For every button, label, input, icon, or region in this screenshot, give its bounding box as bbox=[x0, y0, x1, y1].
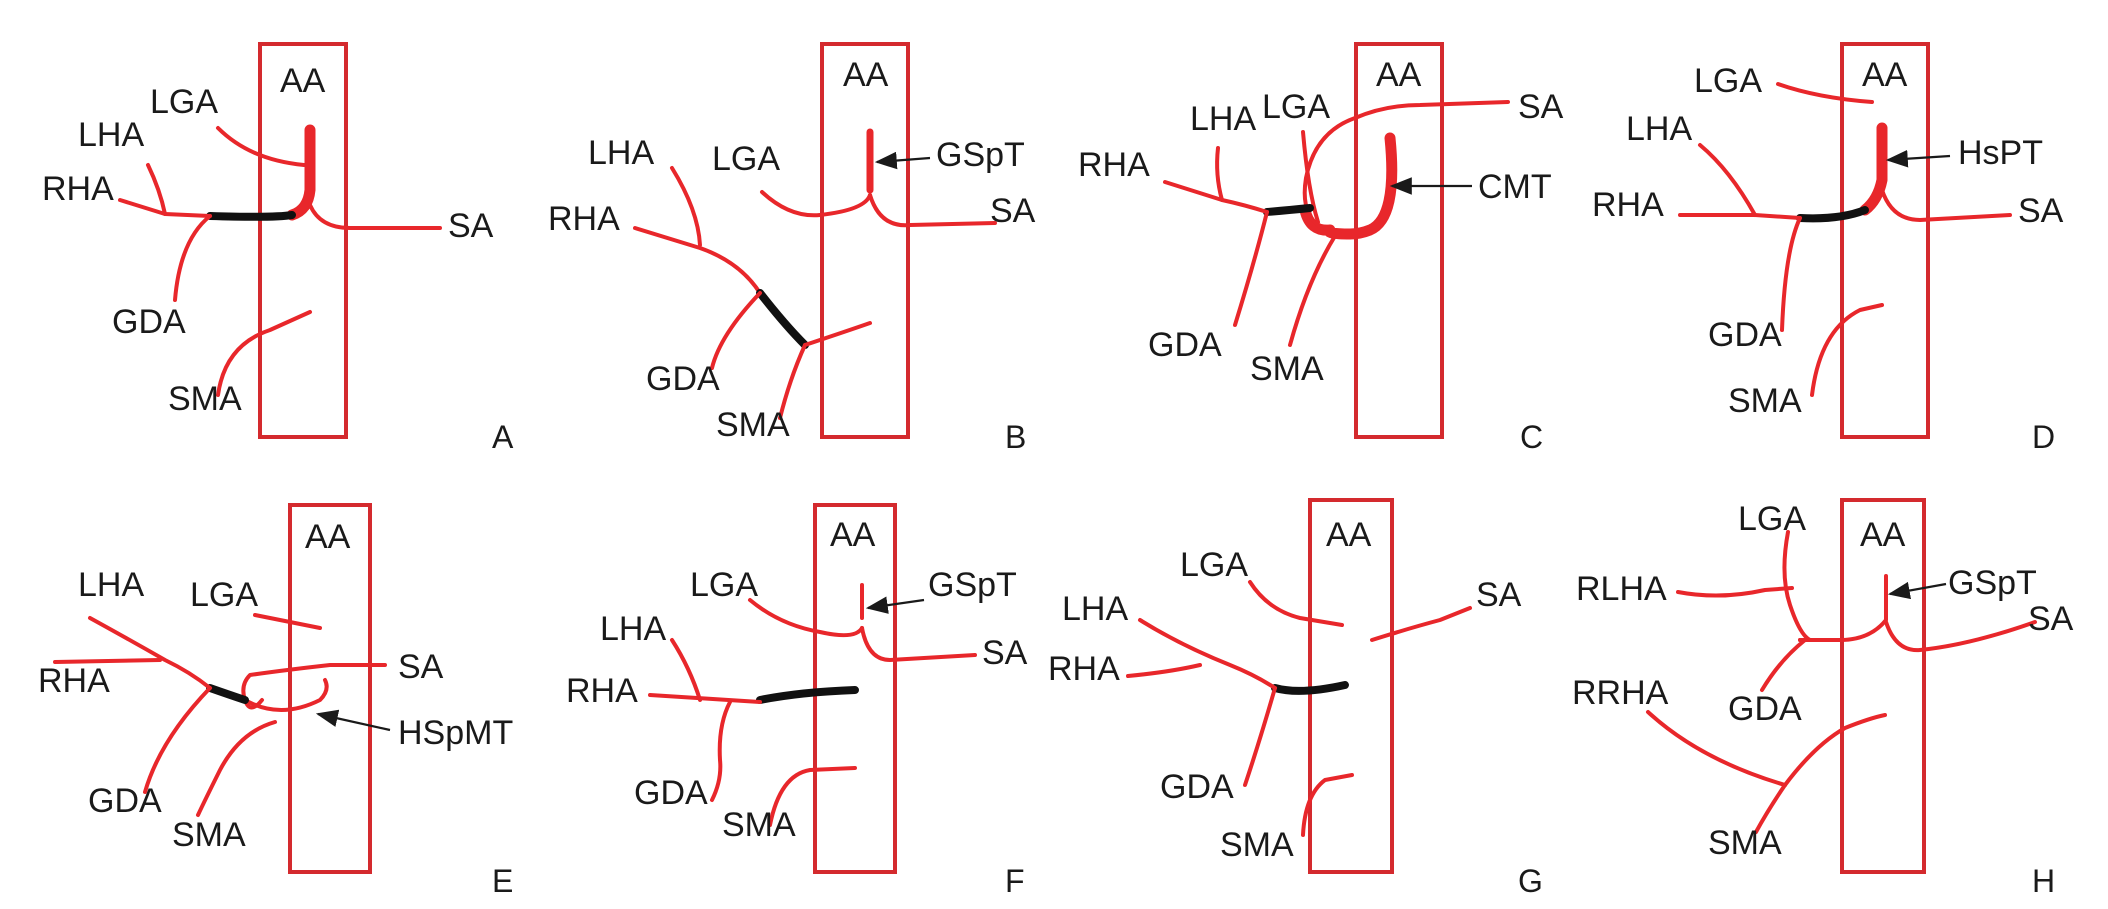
vessels bbox=[633, 128, 997, 420]
label-aa: AA bbox=[305, 518, 351, 556]
label-sa: SA bbox=[990, 192, 1036, 230]
panel-c: AA LHA LGA SA RHA CMT GDA SMA C bbox=[1078, 42, 1564, 455]
panel-g: AA LGA SA LHA RHA GDA SMA G bbox=[1048, 498, 1543, 899]
aorta-box bbox=[1354, 42, 1444, 439]
label-gda: GDA bbox=[646, 360, 720, 398]
label-sma: SMA bbox=[722, 806, 796, 844]
panel-letter: F bbox=[1005, 863, 1025, 899]
label-gda: GDA bbox=[1708, 316, 1782, 354]
label-sma: SMA bbox=[1220, 826, 1294, 864]
panel-letter: H bbox=[2032, 863, 2055, 899]
label-aa: AA bbox=[280, 62, 326, 100]
label-aa: AA bbox=[843, 56, 889, 94]
label-sma: SMA bbox=[168, 380, 242, 418]
panel-a: AA LGA LHA RHA SA GDA SMA A bbox=[42, 42, 514, 455]
panel-h: AA LGA RLHA GSpT SA RRHA GDA SMA H bbox=[1572, 498, 2074, 899]
label-gda: GDA bbox=[88, 782, 162, 820]
label-rha: RHA bbox=[42, 170, 114, 208]
label-sa: SA bbox=[448, 207, 494, 245]
label-gda: GDA bbox=[634, 774, 708, 812]
label-rha: RHA bbox=[1592, 186, 1664, 224]
label-aa: AA bbox=[1862, 56, 1908, 94]
label-lha: LHA bbox=[588, 134, 654, 172]
label-gda: GDA bbox=[1160, 768, 1234, 806]
label-hspt: HsPT bbox=[1958, 134, 2043, 172]
label-lha: LHA bbox=[78, 566, 144, 604]
vessels bbox=[1646, 530, 2037, 834]
label-aa: AA bbox=[1860, 516, 1906, 554]
vessels bbox=[53, 613, 387, 817]
label-aa: AA bbox=[1376, 56, 1422, 94]
label-lha: LHA bbox=[1062, 590, 1128, 628]
label-rha: RHA bbox=[566, 672, 638, 710]
label-lha: LHA bbox=[1190, 100, 1256, 138]
label-rha: RHA bbox=[1048, 650, 1120, 688]
label-lha: LHA bbox=[1626, 110, 1692, 148]
label-gda: GDA bbox=[1728, 690, 1802, 728]
label-gda: GDA bbox=[112, 303, 186, 341]
label-lga: LGA bbox=[150, 83, 218, 121]
label-lga: LGA bbox=[1262, 88, 1330, 126]
panel-letter: D bbox=[2032, 419, 2055, 455]
vessels bbox=[1163, 100, 1510, 347]
panel-e: AA LHA LGA RHA SA HSpMT GDA SMA E bbox=[38, 503, 513, 899]
label-gspt: GSpT bbox=[1948, 564, 2037, 602]
vessels bbox=[1678, 82, 2012, 397]
label-sma: SMA bbox=[716, 406, 790, 444]
label-sa: SA bbox=[982, 634, 1028, 672]
label-rha: RHA bbox=[548, 200, 620, 238]
label-sma: SMA bbox=[1250, 350, 1324, 388]
aorta-box bbox=[288, 503, 372, 874]
label-sa: SA bbox=[2018, 192, 2064, 230]
panel-letter: E bbox=[492, 863, 513, 899]
vessels bbox=[648, 583, 977, 827]
panel-f: AA LGA GSpT LHA SA RHA GDA SMA F bbox=[566, 503, 1028, 899]
label-rha: RHA bbox=[38, 662, 110, 700]
label-lga: LGA bbox=[190, 576, 258, 614]
label-gda: GDA bbox=[1148, 326, 1222, 364]
aorta-box bbox=[820, 42, 910, 439]
label-rha: RHA bbox=[1078, 146, 1150, 184]
label-aa: AA bbox=[830, 516, 876, 554]
aorta-box bbox=[1308, 498, 1394, 874]
label-sma: SMA bbox=[172, 816, 246, 854]
label-sma: SMA bbox=[1708, 824, 1782, 862]
label-lga: LGA bbox=[690, 566, 758, 604]
label-hspmt: HSpMT bbox=[398, 714, 513, 752]
label-lga: LGA bbox=[1180, 546, 1248, 584]
label-lga: LGA bbox=[1738, 500, 1806, 538]
vessels bbox=[118, 124, 442, 397]
label-gspt: GSpT bbox=[936, 136, 1025, 174]
label-rlha: RLHA bbox=[1576, 570, 1667, 608]
label-sa: SA bbox=[398, 648, 444, 686]
panel-letter: A bbox=[492, 419, 514, 455]
label-sa: SA bbox=[2028, 600, 2074, 638]
label-sa: SA bbox=[1476, 576, 1522, 614]
aorta-box bbox=[258, 42, 348, 439]
label-lga: LGA bbox=[1694, 62, 1762, 100]
label-lha: LHA bbox=[78, 116, 144, 154]
label-rrha: RRHA bbox=[1572, 674, 1669, 712]
aorta-box bbox=[1840, 498, 1926, 874]
label-lha: LHA bbox=[600, 610, 666, 648]
label-sma: SMA bbox=[1728, 382, 1802, 420]
vessels bbox=[1126, 580, 1472, 837]
panel-letter: G bbox=[1518, 863, 1543, 899]
aorta-box bbox=[1840, 42, 1930, 439]
label-aa: AA bbox=[1326, 516, 1372, 554]
label-lga: LGA bbox=[712, 140, 780, 178]
label-gspt: GSpT bbox=[928, 566, 1017, 604]
panel-letter: B bbox=[1005, 419, 1026, 455]
label-sa: SA bbox=[1518, 88, 1564, 126]
panel-d: AA LGA LHA HsPT RHA SA GDA SMA D bbox=[1592, 42, 2064, 455]
panel-b: AA LHA LGA GSpT RHA SA GDA SMA B bbox=[548, 42, 1036, 455]
label-cmt: CMT bbox=[1478, 168, 1552, 206]
panel-letter: C bbox=[1520, 419, 1543, 455]
